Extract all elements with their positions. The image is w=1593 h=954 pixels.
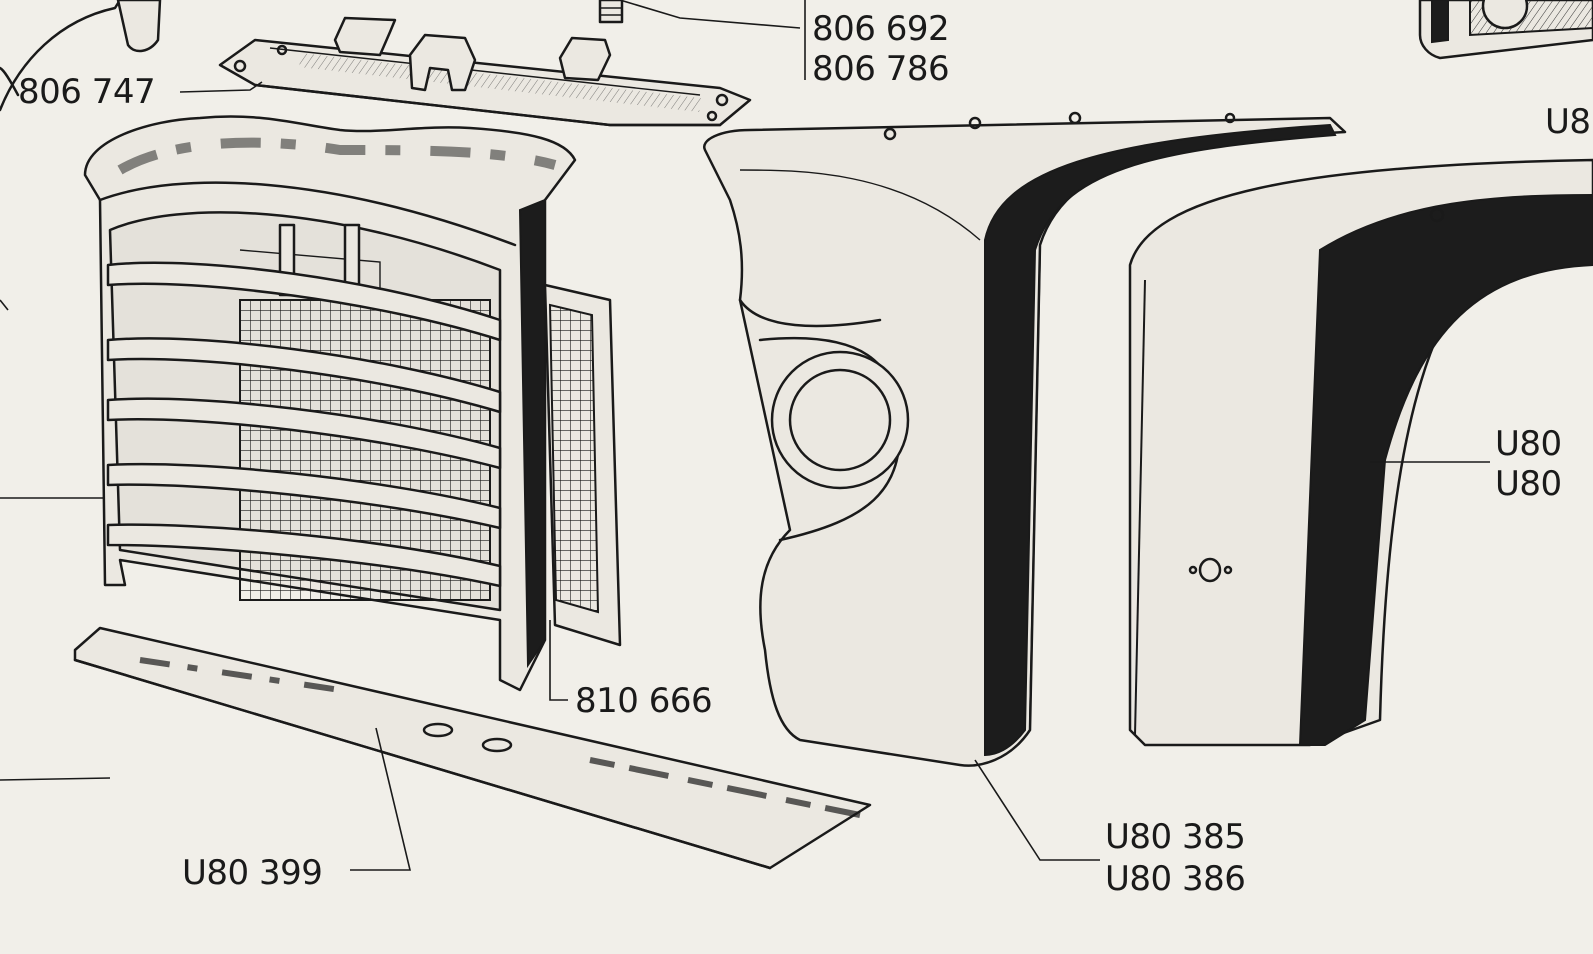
label-front-fender-1: U80 385 [1105,817,1245,857]
hood-hinge-stud [598,0,624,24]
partial-fender-top-left [0,0,162,112]
partial-headlamp-top-right [1418,0,1593,60]
top-bracket [218,16,752,127]
label-top-right-partial: U8 [1545,102,1591,142]
label-hood-hinge-2: 806 786 [812,49,949,89]
label-top-bracket: 806 747 [18,72,155,112]
front-fender [703,111,1347,767]
label-rear-fender-1: U80 [1495,424,1562,464]
label-radiator-screen: 810 666 [575,681,712,721]
label-hood-hinge-1: 806 692 [812,9,949,49]
lower-apron [73,626,872,870]
label-lower-apron: U80 399 [182,853,322,893]
label-rear-fender-2: U80 [1495,464,1562,504]
radiator-grille [83,115,577,692]
radiator-screen [543,283,622,647]
rear-fender [1128,158,1593,747]
label-front-fender-2: U80 386 [1105,859,1245,899]
leader-lines [0,0,1490,871]
